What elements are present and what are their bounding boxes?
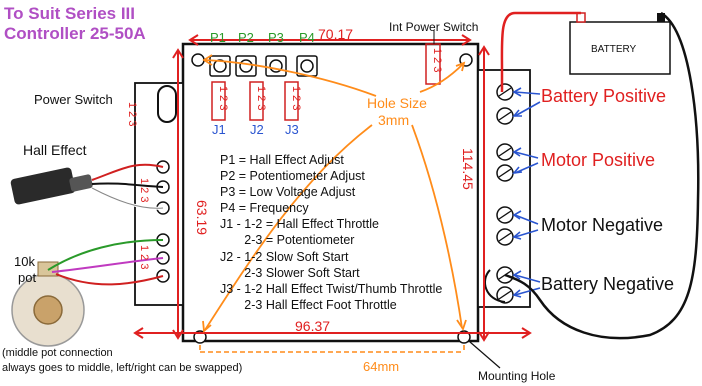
- legend-item: 2-3 = Potentiometer: [220, 233, 355, 248]
- j1-pins-label: 1 2 3: [217, 86, 229, 111]
- battery-label: BATTERY: [591, 44, 637, 55]
- legend: P1 = Hall Effect Adjust P2 = Potentiomet…: [220, 152, 442, 313]
- dimension-holes: 64mm: [363, 359, 400, 374]
- terminal-label-motor-negative: Motor Negative: [541, 215, 664, 235]
- mounting-hole-label: Mounting Hole: [478, 369, 556, 383]
- hole-size-label-1: Hole Size: [367, 95, 427, 111]
- j2-pins-label: 1 2 3: [255, 86, 267, 111]
- dimension-top: 70.17: [318, 26, 354, 42]
- legend-item: P4 = Frequency: [220, 201, 309, 216]
- power-switch-pins-label: 1 2 3: [126, 102, 138, 127]
- battery-box: [569, 21, 671, 75]
- pot-label-p1: P1: [210, 30, 226, 45]
- pot-component: [11, 261, 85, 347]
- dimension-right: 114.45: [460, 148, 476, 190]
- hole-size-label-2: 3mm: [378, 112, 410, 128]
- left-connector-block: [134, 82, 184, 306]
- pot-label-p2: P2: [238, 30, 254, 45]
- power-switch-label: Power Switch: [34, 92, 113, 107]
- legend-item: 2-3 Hall Effect Foot Throttle: [220, 297, 397, 312]
- terminal-label-battery-positive: Battery Positive: [541, 86, 667, 106]
- jumper-label-j2: J2: [250, 122, 264, 137]
- int-power-switch-label: Int Power Switch: [389, 20, 479, 34]
- title-line-2: Controller 25-50A: [4, 24, 146, 43]
- terminal-label-motor-positive: Motor Positive: [541, 150, 656, 170]
- legend-item: J1 - 1-2 = Hall Effect Throttle: [220, 217, 379, 232]
- hall-effect-sensor: [10, 167, 93, 205]
- legend-item: P3 = Low Voltage Adjust: [220, 185, 356, 200]
- terminal-label-battery-negative: Battery Negative: [541, 274, 675, 294]
- j3-pins-label: 1 2 3: [290, 86, 302, 111]
- hall-pins-label: 1 2 3: [138, 178, 150, 203]
- controller-board: [181, 42, 480, 343]
- hole-spacing-dashes: [199, 345, 465, 353]
- pot-label-line-1: 10k: [14, 254, 35, 269]
- legend-item: P1 = Hall Effect Adjust: [220, 153, 344, 167]
- dimension-bottom: 96.37: [295, 318, 331, 334]
- legend-item: 2-3 Slower Soft Start: [220, 265, 360, 280]
- dimension-arrows: [133, 34, 532, 342]
- int-power-switch-header: [425, 43, 441, 85]
- pot-note-line-1: (middle pot connection: [2, 347, 113, 359]
- jumper-label-j3: J3: [285, 122, 299, 137]
- pot-label-p3: P3: [268, 30, 284, 45]
- pot-pins-label: 1 2 3: [138, 245, 150, 270]
- legend-item: J2 - 1-2 Slow Soft Start: [220, 249, 349, 264]
- power-switch-oval: [157, 85, 177, 123]
- int-switch-pins-label: 1 2 3: [431, 48, 443, 73]
- hall-effect-label: Hall Effect: [23, 142, 87, 158]
- title-line-1: To Suit Series III: [4, 4, 135, 23]
- trim-pots: [209, 55, 318, 77]
- jumper-label-j1: J1: [212, 122, 226, 137]
- dimension-left: 63.19: [194, 200, 210, 236]
- mounting-hole-top-left: [191, 53, 205, 67]
- jumper-blocks: [211, 81, 299, 121]
- pot-label-p4: P4: [299, 30, 315, 45]
- legend-item: J3 - 1-2 Hall Effect Twist/Thumb Throttl…: [220, 281, 443, 296]
- pot-label-line-2: pot: [18, 270, 37, 285]
- legend-item: P2 = Potentiometer Adjust: [220, 169, 365, 184]
- pot-note-line-2: always goes to middle, left/right can be…: [2, 362, 243, 374]
